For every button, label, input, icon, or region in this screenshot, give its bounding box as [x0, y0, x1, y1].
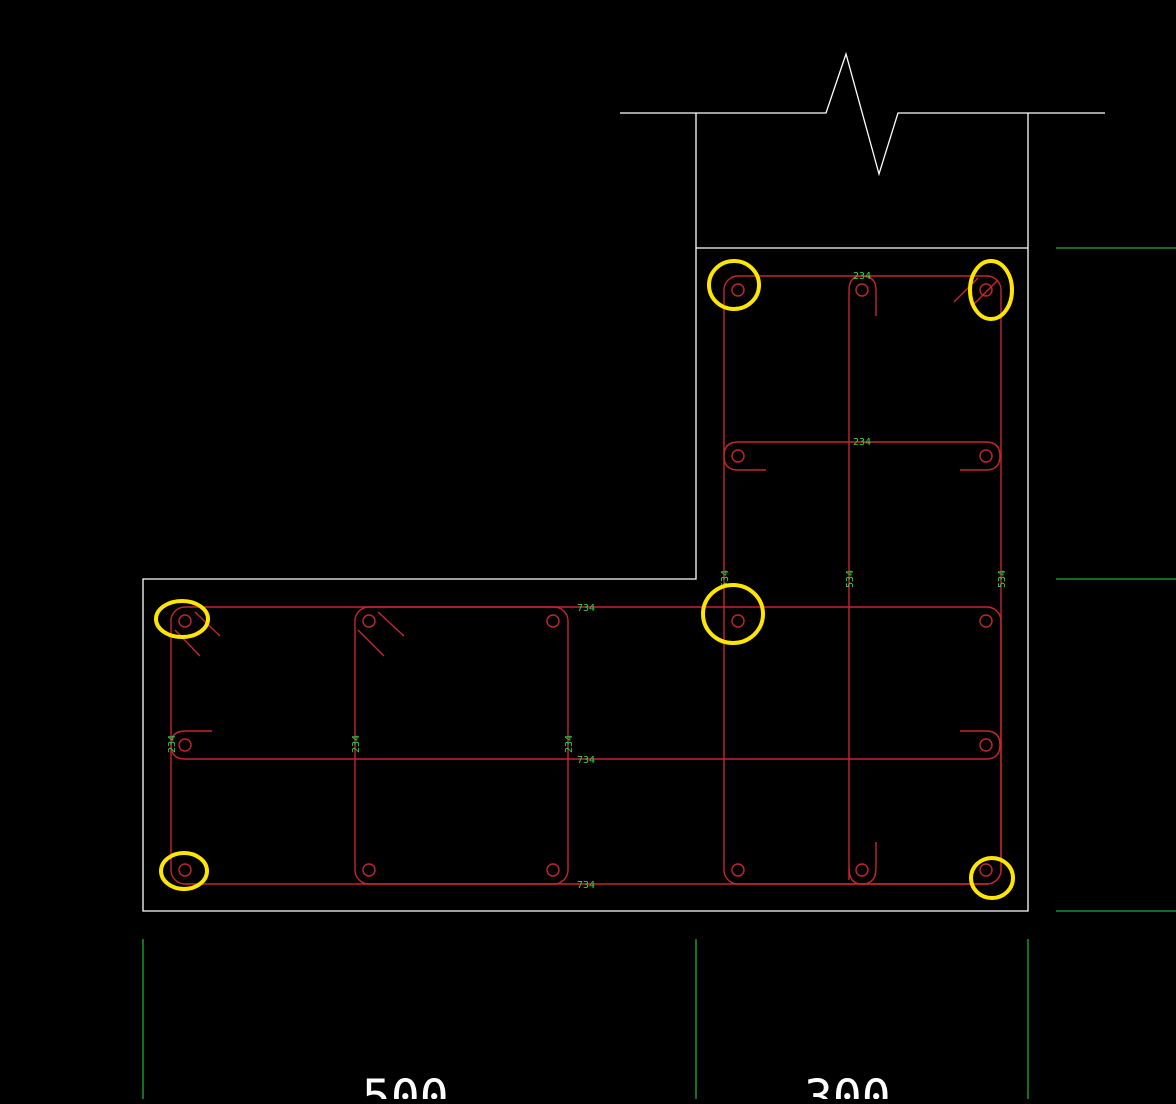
- highlight-corner-left-top: [154, 599, 210, 639]
- hook-inner-1: [357, 629, 385, 657]
- bar: [979, 614, 993, 628]
- hook-inner-2: [377, 611, 405, 637]
- highlight-inner-corner: [701, 583, 765, 645]
- horizontal-tie-upper: [738, 441, 1001, 471]
- bar: [979, 283, 993, 297]
- hook-tr-2: [953, 277, 979, 303]
- bar: [362, 614, 376, 628]
- bar: [362, 863, 376, 877]
- vertical-tie-right-leg: [848, 275, 877, 880]
- label-right-vertical-1: 534: [720, 570, 731, 588]
- inner-stirrup-left: [354, 606, 569, 885]
- bar: [178, 863, 192, 877]
- hook-tr-1: [971, 279, 999, 307]
- label-mid-tie: 234: [853, 437, 871, 448]
- rebar-labels: 234 234 734 734 734 234 234 234 534 534 …: [167, 271, 1008, 891]
- highlight-corner-top-right: [968, 259, 1014, 321]
- bar: [979, 449, 993, 463]
- bar: [546, 863, 560, 877]
- highlight-corner-top-left: [707, 259, 761, 311]
- highlight-corner-bottom-left: [159, 851, 209, 891]
- concrete-outline: [142, 113, 1029, 912]
- bar: [546, 614, 560, 628]
- bar: [178, 738, 192, 752]
- horizontal-tie-middle: [170, 730, 1001, 760]
- dimension-right-width: 300: [804, 1070, 891, 1099]
- dimension-left-width: 500: [362, 1070, 449, 1099]
- label-top-tie: 234: [853, 271, 871, 282]
- bar: [178, 614, 192, 628]
- longitudinal-bars: [178, 283, 993, 877]
- bar: [731, 863, 745, 877]
- hook-bl-1: [174, 629, 201, 657]
- bar: [731, 449, 745, 463]
- label-right-vertical-2: 534: [845, 570, 856, 588]
- bar: [855, 863, 869, 877]
- vertical-tie-hook-bottom: [848, 842, 877, 885]
- highlight-circles: [154, 259, 1015, 900]
- highlight-corner-bottom-right: [969, 856, 1015, 900]
- bar: [731, 283, 745, 297]
- bar: [855, 283, 869, 297]
- label-top-long-bar: 734: [577, 603, 595, 614]
- label-left-vertical-1: 234: [167, 735, 178, 753]
- label-mid-long-bar: 734: [577, 755, 595, 766]
- horizontal-tie-upper-hook: [723, 441, 766, 471]
- rebar-cage: [170, 275, 1002, 885]
- bar: [979, 738, 993, 752]
- right-outer-stirrup: [723, 275, 1002, 885]
- break-line: [620, 51, 1105, 177]
- label-right-vertical-3: 534: [997, 570, 1008, 588]
- label-bottom-long-bar: 734: [577, 880, 595, 891]
- bar: [731, 614, 745, 628]
- dimension-lines: [142, 247, 1176, 1099]
- bar: [979, 863, 993, 877]
- label-left-vertical-3: 234: [564, 735, 575, 753]
- label-left-vertical-2: 234: [351, 735, 362, 753]
